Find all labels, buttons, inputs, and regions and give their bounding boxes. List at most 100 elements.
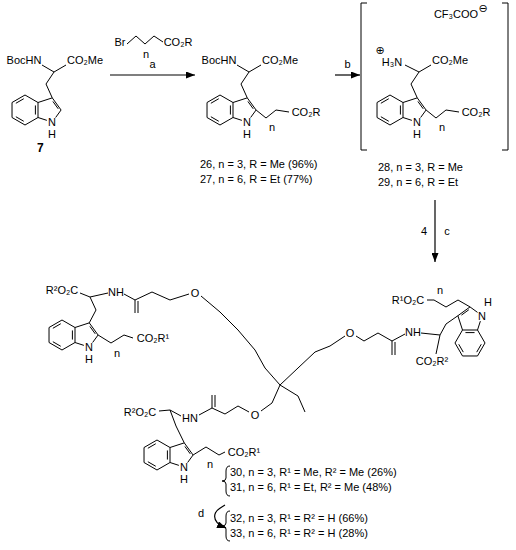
bond-line <box>90 293 108 297</box>
atom-label: O <box>191 287 200 299</box>
bond-line <box>215 395 216 407</box>
atom-label: CO₂R¹ <box>228 446 260 458</box>
reaction-arrow <box>335 74 360 75</box>
atom-label: n <box>269 121 275 133</box>
bond-line <box>135 292 189 300</box>
bond-line <box>207 95 233 125</box>
compound-label: 31, n = 6, R¹ = Et, R² = Me (48%) <box>230 480 397 495</box>
bond-line <box>502 3 508 150</box>
bond-line <box>75 323 98 335</box>
bond-line <box>440 316 458 335</box>
reagent-letter: c <box>444 225 450 237</box>
bond-line <box>403 118 412 121</box>
bond-line <box>418 101 423 108</box>
bond-line <box>248 101 253 108</box>
bond-line <box>46 72 54 98</box>
bond-line <box>56 110 61 118</box>
compound-label: 26, n = 3, R = Me (96%) <box>200 157 317 172</box>
atom-label: n <box>207 458 213 470</box>
compound-label: 32, n = 3, R¹ = R² = H (66%) <box>230 511 368 526</box>
bond-line <box>16 117 24 122</box>
atom-label: BocHN <box>7 54 42 66</box>
atom-label: H <box>85 353 93 365</box>
bond-line <box>411 72 419 98</box>
atom-label: HN <box>182 412 198 424</box>
atom-label: N <box>180 461 188 473</box>
compound-entry: 30, n = 3, R¹ = Me, R² = Me (26%)31, n =… <box>35 262 512 505</box>
bond-line <box>356 333 392 341</box>
compound-label: 30, n = 3, R¹ = Me, R² = Me (26%) <box>230 465 397 480</box>
bond-line <box>16 99 24 104</box>
compound-entry: 26, n = 3, R = Me (96%)27, n = 6, R = Et… <box>195 5 335 195</box>
atom-label: n <box>143 48 149 60</box>
bond-line <box>93 335 98 343</box>
bond-line <box>381 99 389 104</box>
atom-label: CO₂R <box>292 106 321 118</box>
bond-line <box>436 335 440 354</box>
bond-line <box>49 320 75 350</box>
bond-line <box>405 65 419 72</box>
compound-label-group: 30, n = 3, R¹ = Me, R² = Me (26%)31, n =… <box>230 465 397 495</box>
bond-line <box>53 101 58 108</box>
bond-line <box>403 98 426 110</box>
bond-line <box>395 342 396 355</box>
bond-line <box>124 294 135 300</box>
brace <box>222 466 230 496</box>
bond-line <box>280 336 345 385</box>
bond-line <box>54 65 66 72</box>
atom-label: CO₂R <box>462 106 491 118</box>
atom-label: n <box>437 284 443 296</box>
atom-label: CO₂R² <box>416 355 448 367</box>
bond-line <box>392 341 393 355</box>
bond-line <box>426 110 459 118</box>
bond-line <box>53 324 61 329</box>
atom-label: H <box>243 128 251 140</box>
compound-label-group: 7 <box>37 141 44 156</box>
bond-line <box>212 406 249 414</box>
brace <box>222 511 230 541</box>
bond-line <box>72 330 73 339</box>
bond-line <box>212 395 213 408</box>
bond-line <box>459 344 464 352</box>
bond-line <box>211 117 219 122</box>
bond-line <box>144 440 170 470</box>
atom-label: H <box>484 296 492 308</box>
bond-line <box>421 333 440 335</box>
atom-label: 4 <box>421 225 427 237</box>
atom-label: NH <box>108 286 124 298</box>
compound-label-group: 26, n = 3, R = Me (96%)27, n = 6, R = Et… <box>200 157 317 187</box>
bond-line <box>38 98 61 110</box>
atom-label: CO₂Me <box>67 54 103 66</box>
bond-line <box>280 385 305 412</box>
atom-label: H <box>180 473 188 485</box>
bond-line <box>135 300 136 313</box>
bond-line <box>400 105 401 114</box>
reagent-letter: a <box>149 58 155 70</box>
atom-label: CO₂Me <box>432 54 468 66</box>
reagent-letter: d <box>198 507 204 519</box>
bond-line <box>392 334 405 341</box>
compound-entry: 28, n = 3, R = Me29, n = 6, R = Et <box>360 5 512 200</box>
bond-line <box>427 300 470 307</box>
atom-label: H <box>413 128 421 140</box>
bond-line <box>461 310 468 315</box>
atom-label: R²O₂C <box>124 406 156 418</box>
bond-line <box>127 36 163 44</box>
atom-label: H₃N <box>382 56 402 68</box>
bond-line <box>249 65 261 72</box>
compound-entry: 32, n = 3, R¹ = R² = H (66%)33, n = 6, R… <box>226 508 426 548</box>
bond-line <box>455 330 485 356</box>
bond-line <box>193 447 225 455</box>
bond-line <box>465 332 474 333</box>
bond-line <box>35 105 36 114</box>
bond-line <box>477 344 482 352</box>
atom-label: N <box>48 116 56 128</box>
bond-line <box>12 95 38 125</box>
bond-line <box>419 65 431 72</box>
bond-line <box>377 95 403 125</box>
bond-line <box>138 301 139 313</box>
atom-label: CO₂Me <box>262 54 298 66</box>
bond-line <box>38 118 47 121</box>
atom-label: O <box>346 327 355 339</box>
